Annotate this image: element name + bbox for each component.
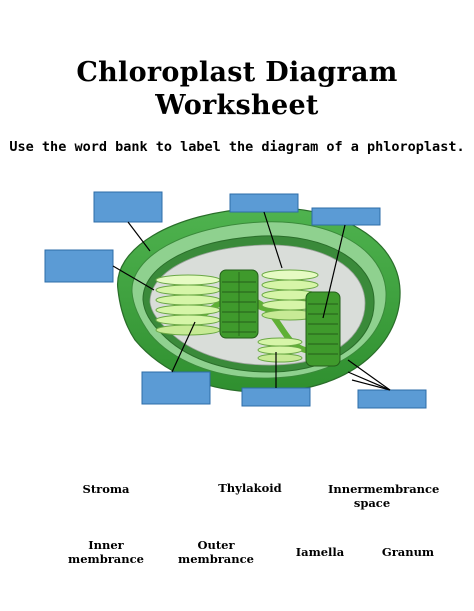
label-box-top-right[interactable] (311, 207, 381, 226)
leader-line (171, 321, 196, 373)
word-granum-text: Granum (381, 545, 435, 559)
word-stroma: Stroma (72, 482, 140, 496)
leader-line (322, 224, 346, 319)
word-lamella-text: Iamella (295, 545, 345, 559)
leader-line (112, 265, 155, 291)
word-lamella: Iamella (288, 545, 352, 559)
leader-line (351, 379, 391, 391)
word-outer-line2: membrance (178, 552, 254, 566)
word-inner-line2: membrance (68, 552, 144, 566)
worksheet-title: Chloroplast Diagram Worksheet (0, 56, 474, 122)
word-innermembrane-line1: Innermembrance (328, 482, 440, 496)
label-box-bottom-right[interactable] (357, 389, 427, 409)
granum-right (305, 291, 341, 367)
word-thylakoid-text: Thylakoid (218, 481, 282, 495)
word-outer-line1: Outer (197, 538, 235, 552)
title-line-1: Chloroplast Diagram (76, 57, 398, 88)
label-box-left[interactable] (44, 249, 114, 283)
title-line-2: Worksheet (155, 90, 319, 121)
granum-bottom (257, 337, 303, 363)
word-inner-line1: Inner (88, 538, 124, 552)
granum-center (219, 269, 259, 339)
instructions-text: Use the word bank to label the diagram o… (9, 139, 465, 155)
word-thylakoid: Thylakoid (210, 481, 290, 495)
label-box-bottom-center[interactable] (241, 387, 311, 407)
leader-line (347, 359, 391, 391)
label-box-top-left[interactable] (93, 191, 163, 223)
leader-line (127, 221, 151, 252)
word-outer-membrane: Outer membrance (176, 538, 256, 566)
word-innermembrane-line2: space (353, 496, 391, 510)
word-inner-membrane: Inner membrance (66, 538, 146, 566)
label-box-bottom-left[interactable] (141, 371, 211, 405)
word-innermembrane-space: Innermembrance space (328, 482, 440, 510)
label-box-top-center[interactable] (229, 193, 299, 213)
granum-left (155, 274, 221, 336)
word-granum: Granum (376, 545, 440, 559)
leader-line (347, 371, 391, 391)
word-stroma-text: Stroma (82, 482, 130, 496)
leader-line (263, 211, 283, 269)
